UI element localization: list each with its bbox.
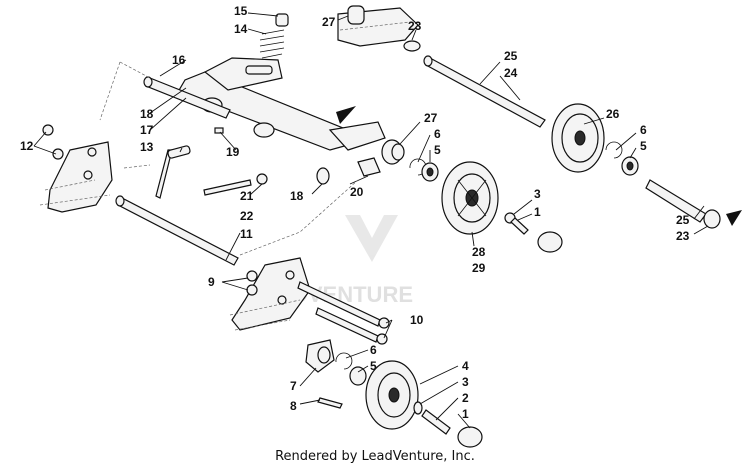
- callout-25-right: 25: [676, 213, 690, 227]
- callout-4: 4: [462, 359, 469, 373]
- pin-19: [214, 127, 224, 134]
- callout-23-top: 23: [408, 19, 422, 33]
- callout-29: 29: [472, 261, 486, 275]
- callout-18-mid: 18: [290, 189, 304, 203]
- callout-6-right: 6: [640, 123, 647, 137]
- callout-2: 2: [462, 391, 469, 405]
- idler-wheel-26: [551, 103, 605, 173]
- callout-9: 9: [208, 275, 215, 289]
- swing-arm: [177, 57, 386, 151]
- callout-13: 13: [140, 140, 154, 154]
- callout-18-top: 18: [140, 107, 154, 121]
- bolt-22: [203, 167, 330, 196]
- shaft-11: [115, 195, 239, 266]
- watermark-logo: [345, 215, 398, 262]
- axle-25-lower: [645, 179, 721, 229]
- callout-25-top: 25: [504, 49, 518, 63]
- callout-1-mid: 1: [534, 205, 541, 219]
- nuts-9: [246, 270, 258, 296]
- callout-8: 8: [290, 399, 297, 413]
- callout-6-lower: 6: [370, 343, 377, 357]
- callout-20: 20: [350, 185, 364, 199]
- callout-15: 15: [234, 4, 248, 18]
- bracket-7: [305, 339, 343, 409]
- idler-wheel-mid: [441, 161, 499, 235]
- callout-14: 14: [234, 22, 248, 36]
- callout-10: 10: [410, 313, 424, 327]
- bolt-mid-right: [504, 212, 563, 253]
- callout-11: 11: [240, 227, 253, 241]
- frame-bracket-lower: [229, 257, 311, 331]
- idler-wheel-lower: [365, 360, 419, 430]
- callout-5-lower: 5: [370, 359, 377, 373]
- callout-6-mid: 6: [434, 127, 441, 141]
- callout-1-lower: 1: [462, 407, 469, 421]
- callout-21: 21: [240, 189, 254, 203]
- callout-16: 16: [172, 53, 186, 67]
- callout-12: 12: [20, 139, 34, 153]
- nuts-12: [42, 124, 64, 160]
- frame-bracket-upper: [39, 141, 113, 213]
- footer-credit: Rendered by LeadVenture, Inc.: [275, 449, 475, 464]
- bolts-10: [297, 281, 390, 345]
- callout-22: 22: [240, 209, 254, 223]
- bearing-right: [605, 141, 639, 176]
- callout-3-mid: 3: [534, 187, 541, 201]
- axle-25-upper: [423, 55, 546, 128]
- bushing-27-top: [347, 5, 421, 52]
- callout-5-right: 5: [640, 139, 647, 153]
- callout-19: 19: [226, 145, 240, 159]
- leader-lines: [33, 12, 709, 429]
- callout-26: 26: [606, 107, 620, 121]
- callout-23-right: 23: [676, 229, 690, 243]
- block-20: [357, 157, 381, 177]
- callout-5-mid: 5: [434, 143, 441, 157]
- bearing-upper-mid: [409, 158, 439, 182]
- bolt-lower: [413, 401, 483, 448]
- callout-27-top: 27: [322, 15, 336, 29]
- bearing-lower: [335, 352, 367, 386]
- callout-17: 17: [140, 123, 154, 137]
- arrow-marker-upper: [336, 106, 356, 124]
- callout-3-lower: 3: [462, 375, 469, 389]
- callout-7: 7: [290, 379, 297, 393]
- callout-24: 24: [504, 66, 518, 80]
- spring-assembly: [259, 13, 289, 59]
- callout-28: 28: [472, 245, 486, 259]
- bushing-27-mid: [381, 139, 405, 165]
- pivot-shaft: [143, 76, 231, 119]
- callout-27-mid: 27: [424, 111, 438, 125]
- callout-labels: 15 14 16 18 17 13 19 12 21 22 18 20 11 9…: [20, 4, 690, 421]
- arrow-marker-right: [726, 210, 742, 226]
